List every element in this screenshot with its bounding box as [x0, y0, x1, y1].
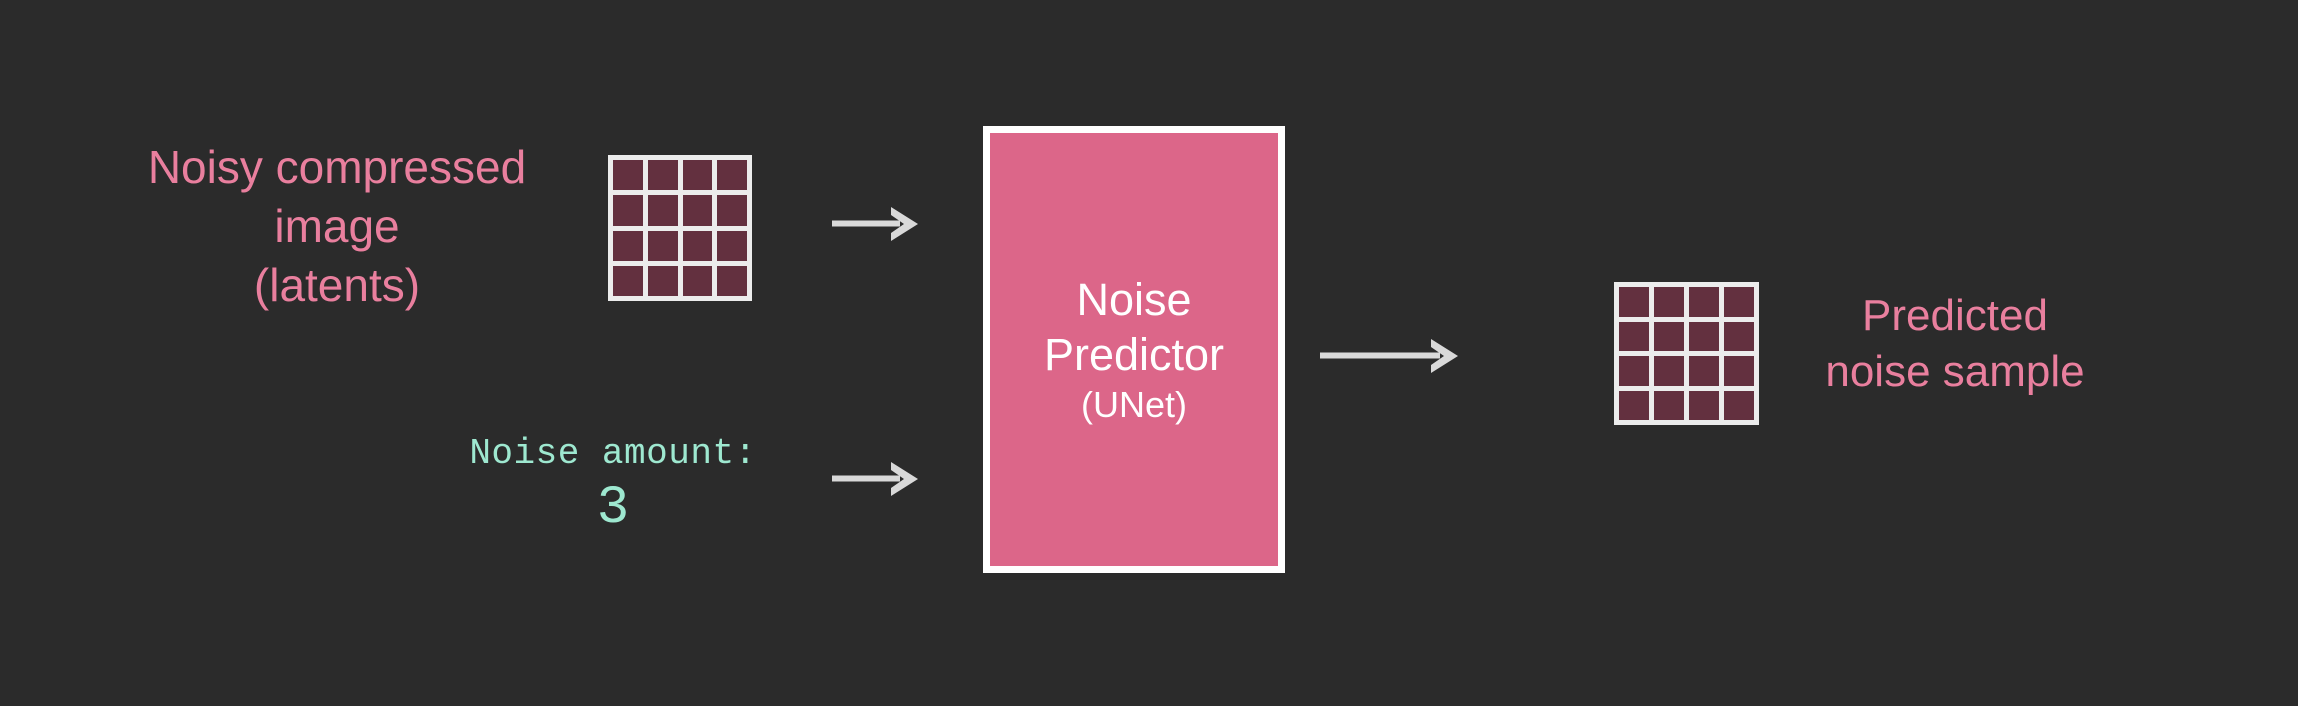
predicted-noise-grid-cell	[1724, 287, 1754, 317]
predicted-noise-grid-cell	[1724, 390, 1754, 420]
latents-grid-cell	[613, 160, 643, 191]
noise-amount-value: 3	[596, 478, 630, 539]
latents-grid-cell	[682, 160, 713, 191]
predicted-noise-grid-cell	[1689, 287, 1719, 317]
latents-grid-cell	[613, 195, 643, 226]
predicted-noise-grid-cell	[1654, 356, 1684, 386]
predicted-noise-grid-cell	[1689, 390, 1719, 420]
latents-grid-cell	[613, 265, 643, 296]
latents-grid-cell	[647, 265, 678, 296]
latents-input-label: Noisy compressed image (latents)	[147, 141, 527, 311]
predicted-noise-grid-cell	[1619, 390, 1649, 420]
predicted-noise-grid	[1614, 282, 1759, 425]
latents-grid-cell	[682, 230, 713, 261]
predicted-noise-grid-cell	[1619, 287, 1649, 317]
predicted-noise-grid-cell	[1619, 321, 1649, 351]
noise-predictor-box: Noise Predictor (UNet)	[983, 126, 1285, 573]
predicted-noise-grid-cell	[1724, 356, 1754, 386]
latents-grid-cell	[647, 195, 678, 226]
arrow-predictor-to-output-icon	[1320, 337, 1460, 380]
predicted-noise-grid-cell	[1689, 321, 1719, 351]
latents-grid-cell	[682, 195, 713, 226]
predicted-noise-grid-cell	[1654, 287, 1684, 317]
predicted-noise-grid-cell	[1619, 356, 1649, 386]
latents-grid-cell	[613, 230, 643, 261]
noise-predictor-subtitle: (UNet)	[1081, 384, 1187, 426]
arrow-latents-to-predictor-icon	[832, 205, 920, 248]
latents-grid-cell	[717, 195, 747, 226]
latents-grid-cell	[717, 265, 747, 296]
latents-grid-cell	[717, 160, 747, 191]
predicted-noise-grid-cell	[1654, 390, 1684, 420]
latents-grid-cell	[682, 265, 713, 296]
latents-grid-cell	[717, 230, 747, 261]
predicted-noise-grid-cell	[1689, 356, 1719, 386]
predicted-noise-grid-cell	[1654, 321, 1684, 351]
noise-amount-label: Noise amount:	[469, 433, 757, 474]
noise-predictor-title: Noise Predictor	[1043, 273, 1225, 380]
latents-grid-cell	[647, 230, 678, 261]
predicted-noise-label: Predicted noise sample	[1825, 291, 2085, 397]
latents-grid-cell	[647, 160, 678, 191]
latents-grid	[608, 155, 752, 301]
predicted-noise-grid-cell	[1724, 321, 1754, 351]
arrow-noise-amount-to-predictor-icon	[832, 460, 920, 503]
